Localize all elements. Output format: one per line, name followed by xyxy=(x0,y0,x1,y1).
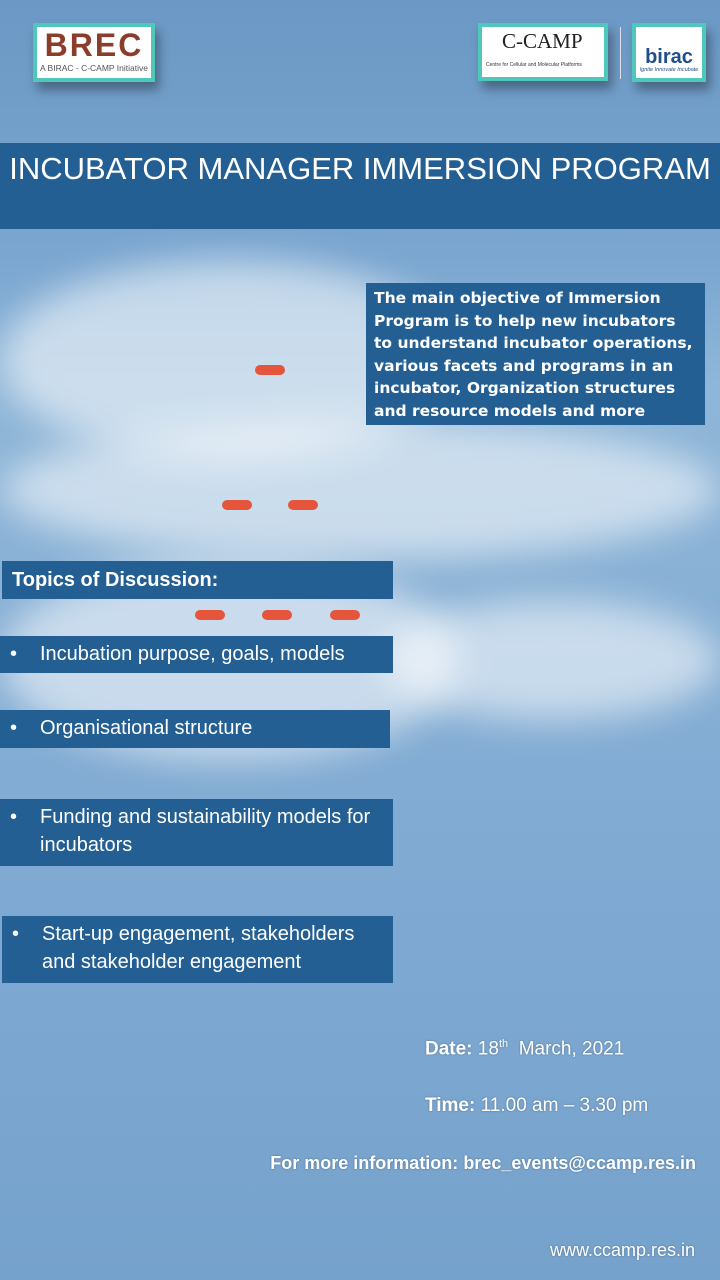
bullet-icon: • xyxy=(10,806,18,828)
ccamp-logo-text: C-CAMP xyxy=(502,29,583,53)
plane-icon xyxy=(195,610,225,620)
plane-icon xyxy=(262,610,292,620)
date-label: Date: xyxy=(425,1038,473,1060)
topic-text: Funding and sustainability models for in… xyxy=(40,806,371,856)
plane-icon xyxy=(222,500,252,510)
event-time: Time: 11.00 am – 3.30 pm xyxy=(425,1095,648,1117)
date-suffix: th xyxy=(498,1038,509,1050)
topic-text: Incubation purpose, goals, models xyxy=(40,643,345,665)
ccamp-logo: C-CAMP Centre for Cellular and Molecular… xyxy=(478,23,608,81)
ccamp-sub: Centre for Cellular and Molecular Platfo… xyxy=(486,62,582,68)
bullet-icon: • xyxy=(12,923,20,945)
date-rest: March, 2021 xyxy=(518,1038,625,1060)
contact-email[interactable]: brec_events@ccamp.res.in xyxy=(463,1153,696,1173)
topic-item: • Incubation purpose, goals, models xyxy=(0,636,393,673)
topic-text: Organisational structure xyxy=(40,717,253,739)
time-label: Time: xyxy=(425,1095,476,1116)
logo-divider xyxy=(620,27,621,79)
plane-icon xyxy=(255,365,285,375)
event-date: Date: 18th March, 2021 xyxy=(425,1038,624,1060)
contact-label: For more information: xyxy=(270,1153,459,1173)
birac-logo-text: birac xyxy=(645,46,693,68)
topic-item: • Funding and sustainability models for i… xyxy=(0,799,393,866)
brec-logo: BREC A BIRAC - C-CAMP Initiative xyxy=(33,23,155,82)
birac-sub: Ignite Innovate Incubate xyxy=(639,67,699,73)
brec-logo-text: BREC xyxy=(44,27,144,63)
bullet-icon: • xyxy=(10,717,18,739)
contact-info: For more information: brec_events@ccamp.… xyxy=(270,1153,696,1174)
brec-tagline: A BIRAC - C-CAMP Initiative xyxy=(39,63,148,73)
topic-item: • Organisational structure xyxy=(0,710,390,748)
bullet-icon: • xyxy=(10,643,18,665)
time-value: 11.00 am – 3.30 pm xyxy=(480,1095,649,1116)
topic-text: Start-up engagement, stakeholders and st… xyxy=(42,923,355,973)
website-link[interactable]: www.ccamp.res.in xyxy=(549,1240,695,1260)
objective-text: The main objective of Immersion Program … xyxy=(366,283,705,425)
birac-logo: birac Ignite Innovate Incubate xyxy=(632,23,706,82)
plane-icon xyxy=(330,610,360,620)
topics-header: Topics of Discussion: xyxy=(2,561,393,599)
cloud xyxy=(0,420,720,560)
cloud xyxy=(380,600,720,720)
page-title: INCUBATOR MANAGER IMMERSION PROGRAM xyxy=(0,143,720,229)
topic-item: • Start-up engagement, stakeholders and s… xyxy=(2,916,393,983)
date-day: 18 xyxy=(477,1038,499,1060)
plane-icon xyxy=(288,500,318,510)
